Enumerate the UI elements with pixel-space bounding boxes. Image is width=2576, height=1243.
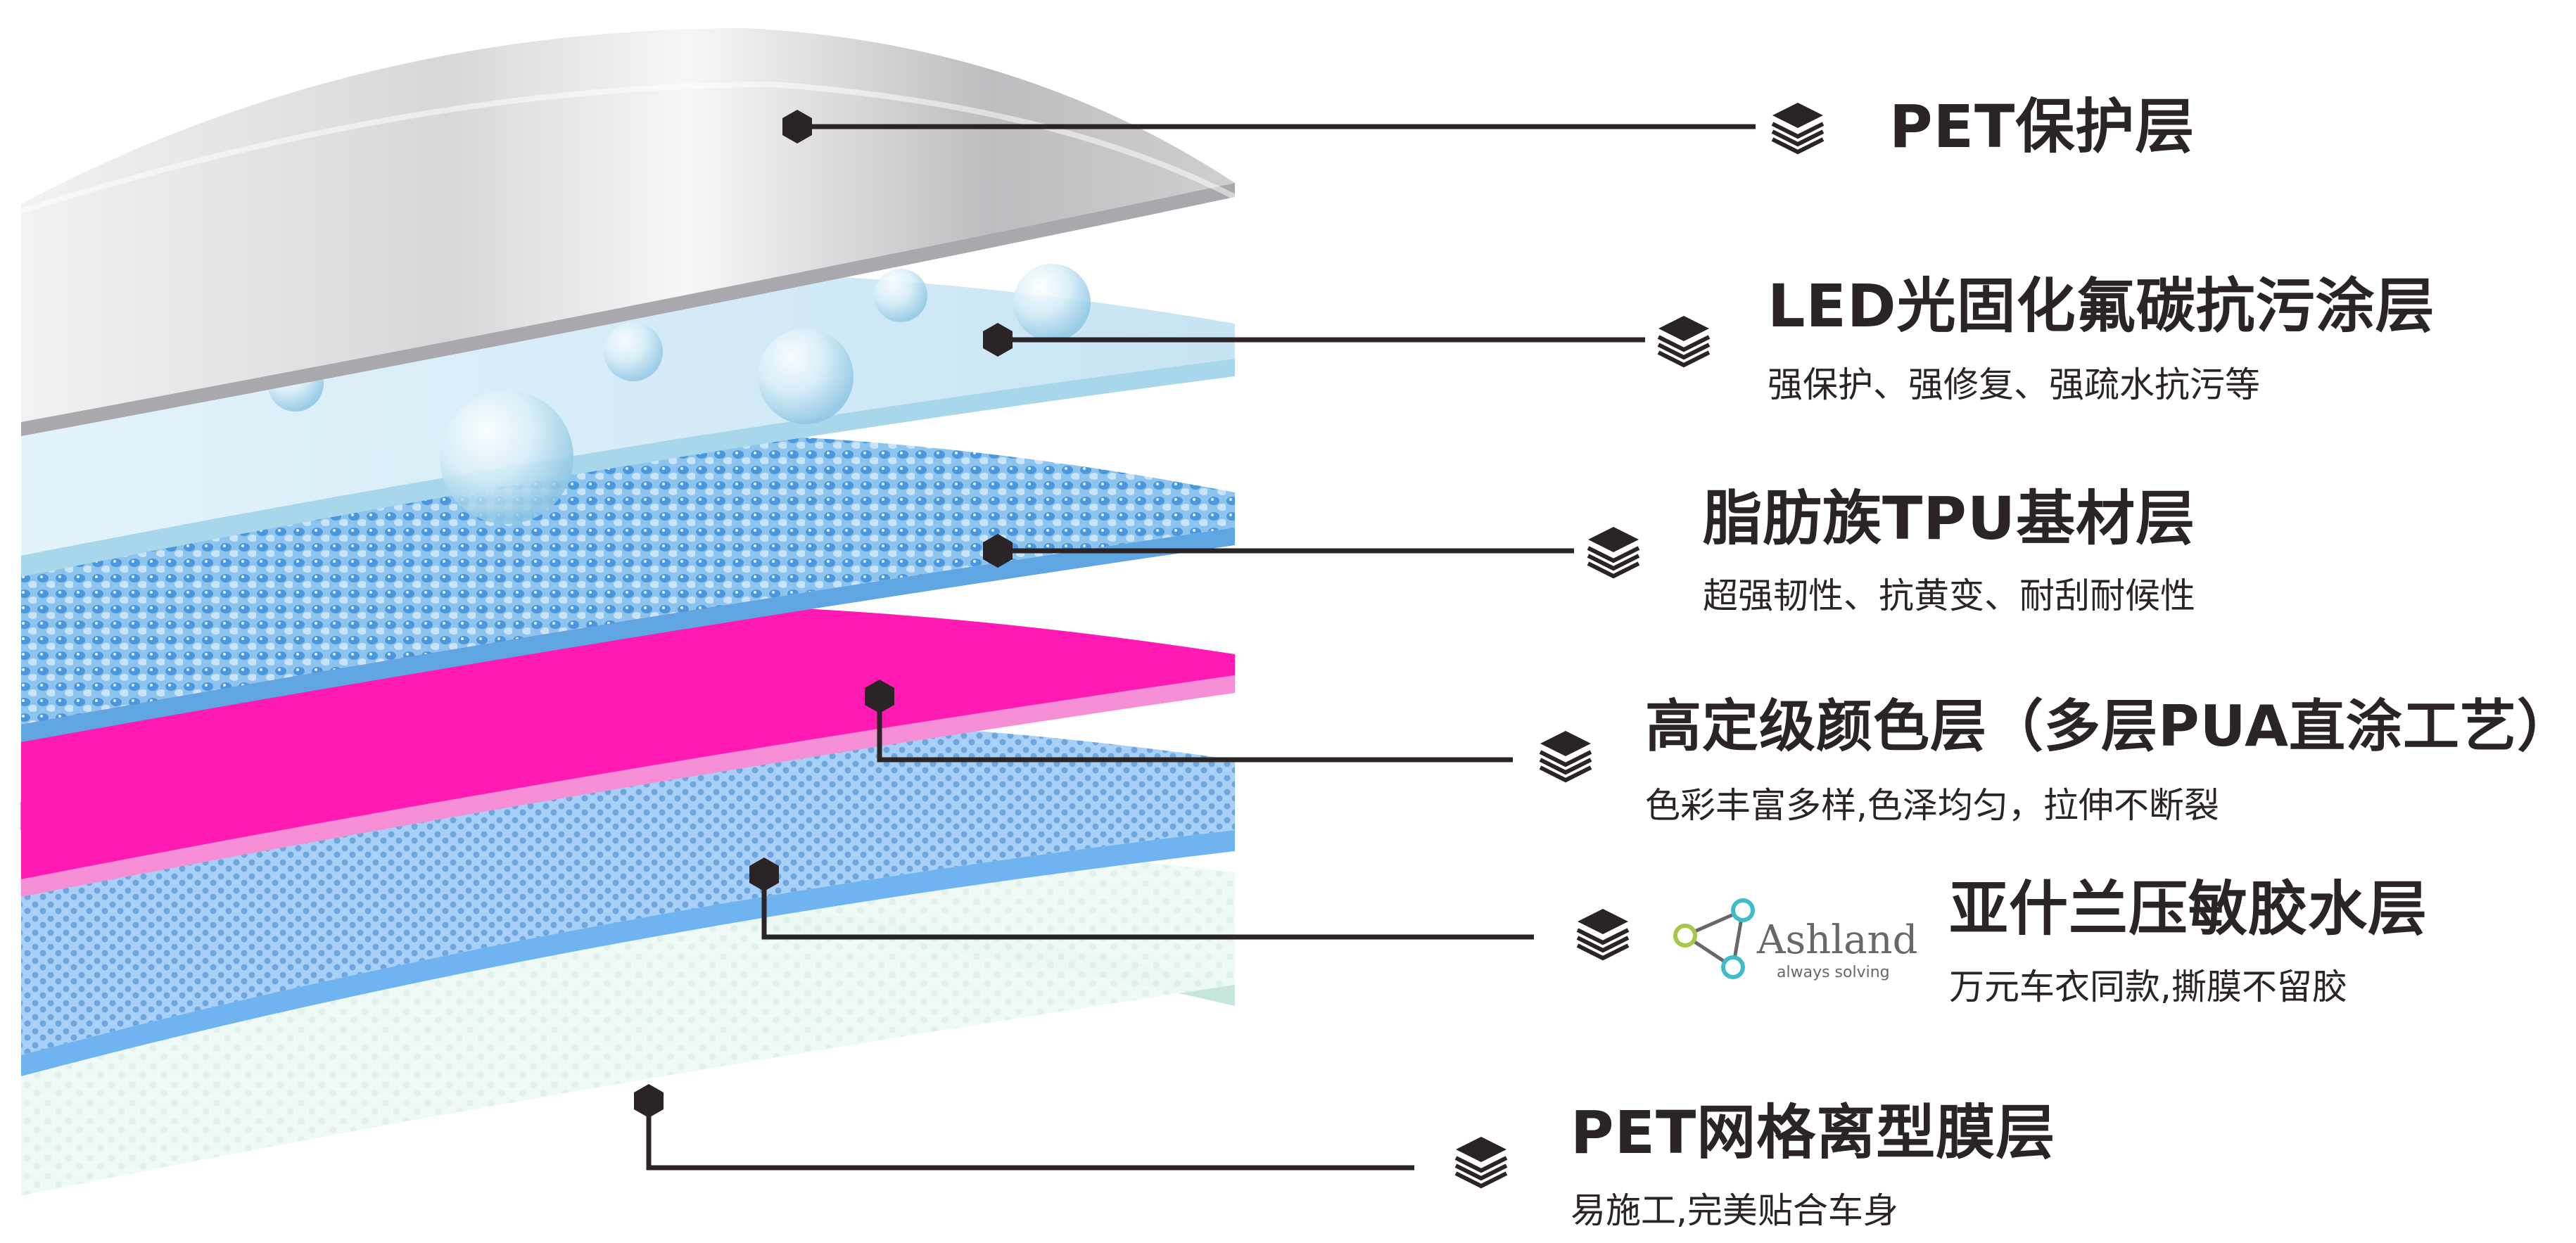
label-adhesive: 亚什兰压敏胶水层 <box>1949 874 2428 943</box>
desc-tpu: 超强韧性、抗黄变、耐刮耐候性 <box>1703 575 2195 616</box>
label-pet-protective: PET保护层 <box>1889 92 2195 161</box>
layer-stack-icon <box>1456 1137 1506 1186</box>
hexagon-marker-icon <box>634 1084 664 1118</box>
layer-stack-icon <box>1578 909 1628 958</box>
leader-line-6 <box>646 1101 1414 1171</box>
desc-led-coating: 强保护、强修复、强疏水抗污等 <box>1768 364 2260 405</box>
desc-color: 色彩丰富多样,色泽均匀，拉伸不断裂 <box>1645 785 2219 826</box>
label-tpu: 脂肪族TPU基材层 <box>1703 484 2196 553</box>
label-led-coating: LED光固化氟碳抗污涂层 <box>1768 272 2435 340</box>
ashland-logo-tagline: always solving <box>1777 964 1890 981</box>
layer-stack-icon <box>1588 527 1639 576</box>
ashland-logo-name: Ashland <box>1757 917 1918 963</box>
layer-stack-icon <box>1658 316 1709 365</box>
ashland-molecule-icon <box>1673 898 1755 979</box>
layer-stack-icons <box>1456 103 1823 1186</box>
label-color: 高定级颜色层（多层PUA直涂工艺） <box>1645 694 2575 759</box>
label-pet-release-film: PET网格离型膜层 <box>1571 1098 2056 1167</box>
leader-line-5 <box>761 874 1534 940</box>
layer-stack-icon <box>1772 103 1823 152</box>
desc-adhesive: 万元车衣同款,撕膜不留胶 <box>1949 967 2347 1007</box>
leader-line-4 <box>877 696 1513 763</box>
layer-stack-icon <box>1540 731 1591 780</box>
leader-lines <box>646 124 1756 1171</box>
desc-pet-release-film: 易施工,完美贴合车身 <box>1571 1190 1898 1231</box>
